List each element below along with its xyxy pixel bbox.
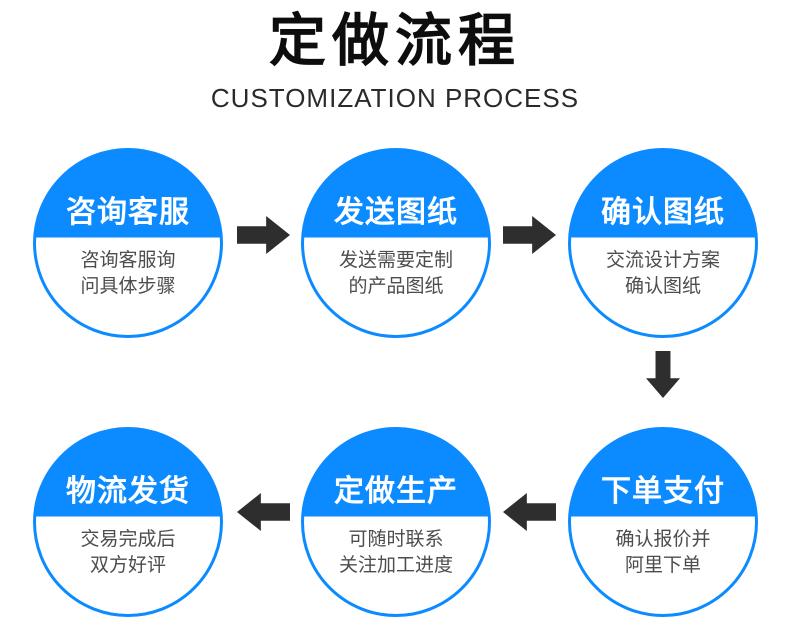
step-title: 确认图纸 <box>601 196 725 229</box>
step-desc-line: 交易完成后 <box>80 529 176 550</box>
step-description: 交易完成后 双方好评 <box>36 527 220 579</box>
step-desc-line: 关注加工进度 <box>338 555 453 576</box>
step-desc-line: 咨询客服询 <box>80 250 176 271</box>
step-circle-logistics-delivery: 物流发货 交易完成后 双方好评 <box>33 427 223 617</box>
step-desc-line: 发送需要定制 <box>338 250 453 271</box>
arrow-right-icon <box>237 216 290 254</box>
step-title: 咨询客服 <box>66 196 190 229</box>
step-desc-line: 可随时联系 <box>348 529 444 550</box>
arrow-down-icon <box>646 351 680 398</box>
step-title: 物流发货 <box>66 475 190 508</box>
step-circle-custom-production: 定做生产 可随时联系 关注加工进度 <box>301 427 491 617</box>
step-desc-line: 阿里下单 <box>624 555 701 576</box>
step-title: 下单支付 <box>601 475 725 508</box>
page-subtitle: CUSTOMIZATION PROCESS <box>210 83 580 113</box>
step-title: 定做生产 <box>334 475 458 508</box>
step-circle-consult-service: 咨询客服 咨询客服询 问具体步骤 <box>33 148 223 338</box>
step-description: 可随时联系 关注加工进度 <box>304 527 488 579</box>
step-desc-line: 问具体步骤 <box>80 276 176 297</box>
step-desc-line: 交流设计方案 <box>605 250 720 271</box>
arrow-left-icon <box>503 493 556 531</box>
arrow-left-icon <box>237 493 290 531</box>
step-title: 发送图纸 <box>334 196 458 229</box>
step-description: 交流设计方案 确认图纸 <box>571 248 755 300</box>
step-desc-line: 双方好评 <box>89 555 166 576</box>
step-description: 咨询客服询 问具体步骤 <box>36 248 220 300</box>
step-circle-confirm-drawings: 确认图纸 交流设计方案 确认图纸 <box>568 148 758 338</box>
arrow-right-icon <box>503 216 556 254</box>
step-desc-line: 的产品图纸 <box>348 276 444 297</box>
step-circle-send-drawings: 发送图纸 发送需要定制 的产品图纸 <box>301 148 491 338</box>
step-circle-order-payment: 下单支付 确认报价并 阿里下单 <box>568 427 758 617</box>
step-description: 发送需要定制 的产品图纸 <box>304 248 488 300</box>
step-description: 确认报价并 阿里下单 <box>571 527 755 579</box>
step-desc-line: 确认报价并 <box>615 529 711 550</box>
page-title: 定做流程 <box>269 9 521 73</box>
step-desc-line: 确认图纸 <box>624 276 701 297</box>
